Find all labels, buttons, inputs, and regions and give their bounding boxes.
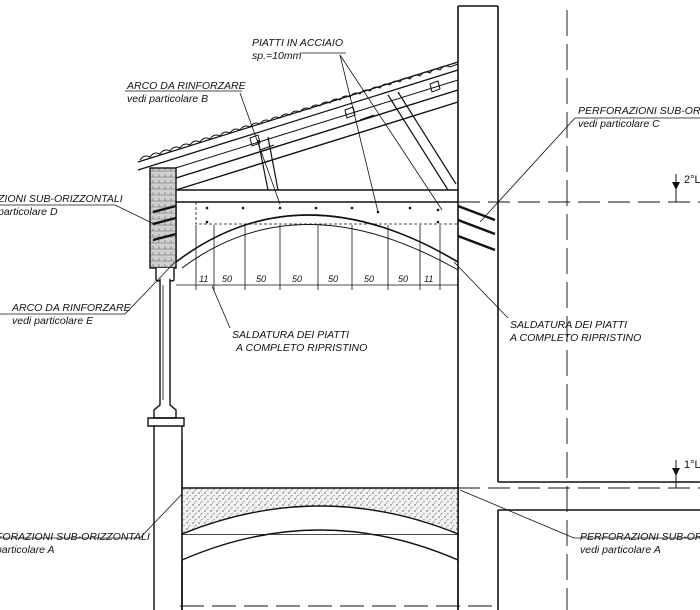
dim-label: 50 — [328, 274, 338, 284]
arco-b-label-1: ARCO DA RINFORZARE — [126, 80, 247, 92]
saldatura-2-label-2: A COMPLETO RIPRISTINO — [509, 332, 641, 344]
arco-e-label-2: vedi particolare E — [12, 315, 94, 327]
dimension-labels: 11 50 50 50 50 50 50 11 — [199, 274, 433, 284]
dim-label: 50 — [222, 274, 232, 284]
perf-c-label-2: vedi particolare C — [578, 118, 660, 130]
saldatura-1-label-2: A COMPLETO RIPRISTINO — [235, 342, 367, 354]
anchor-plates — [152, 204, 496, 252]
perf-a-left-label-1: FORAZIONI SUB-ORIZZONTALI — [0, 531, 150, 543]
dim-label: 50 — [256, 274, 266, 284]
dim-label: 50 — [364, 274, 374, 284]
annotation-saldatura-1: SALDATURA DEI PIATTI A COMPLETO RIPRISTI… — [232, 329, 367, 354]
perf-c-label-1: PERFORAZIONI SUB-ORIZ — [578, 105, 700, 117]
lower-slab — [181, 487, 459, 610]
left-pier — [147, 167, 185, 610]
perf-a-right-label-2: vedi particolare A — [580, 544, 661, 556]
dim-label: 50 — [292, 274, 302, 284]
annotation-saldatura-2: SALDATURA DEI PIATTI A COMPLETO RIPRISTI… — [509, 319, 641, 344]
dim-label: 11 — [199, 274, 208, 284]
upper-arch — [175, 201, 459, 271]
level-2-label: 2°L — [684, 174, 700, 186]
perf-d-label-2: particolare D — [0, 206, 58, 218]
level-1-marker: 1°L — [458, 459, 700, 489]
annotation-perf-a-left: FORAZIONI SUB-ORIZZONTALI particolare A — [0, 531, 150, 556]
annotation-perf-a-right: PERFORAZIONI SUB-ORIZ vedi particolare A — [580, 531, 700, 556]
right-wall — [457, 5, 700, 610]
arco-e-label-1: ARCO DA RINFORZARE — [11, 302, 132, 314]
dim-label: 50 — [398, 274, 408, 284]
perf-a-left-label-2: particolare A — [0, 544, 55, 556]
annotation-perf-c: PERFORAZIONI SUB-ORIZ vedi particolare C — [578, 105, 700, 130]
dim-label: 11 — [424, 274, 433, 284]
annotation-perf-d: ZIONI SUB-ORIZZONTALI particolare D — [0, 193, 123, 218]
roof-struts — [257, 91, 457, 191]
annotation-arco-b: ARCO DA RINFORZARE vedi particolare B — [126, 80, 247, 105]
level-2-marker: 2°L — [458, 174, 700, 203]
perf-a-right-label-1: PERFORAZIONI SUB-ORIZ — [580, 531, 700, 543]
piatti-label-1: PIATTI IN ACCIAIO — [252, 37, 343, 49]
annotation-arco-e: ARCO DA RINFORZARE vedi particolare E — [11, 302, 132, 327]
arco-b-label-2: vedi particolare B — [127, 93, 208, 105]
saldatura-2-label-1: SALDATURA DEI PIATTI — [510, 319, 627, 331]
bolt-marks — [205, 206, 440, 224]
saldatura-1-label-1: SALDATURA DEI PIATTI — [232, 329, 349, 341]
leader-lines — [0, 52, 700, 539]
dimension-chain — [176, 225, 458, 290]
piatti-label-2: sp.=10mm — [252, 50, 302, 62]
perf-d-label-1: ZIONI SUB-ORIZZONTALI — [0, 193, 123, 205]
level-1-label: 1°L — [684, 459, 700, 471]
annotation-piatti: PIATTI IN ACCIAIO sp.=10mm — [252, 37, 343, 62]
